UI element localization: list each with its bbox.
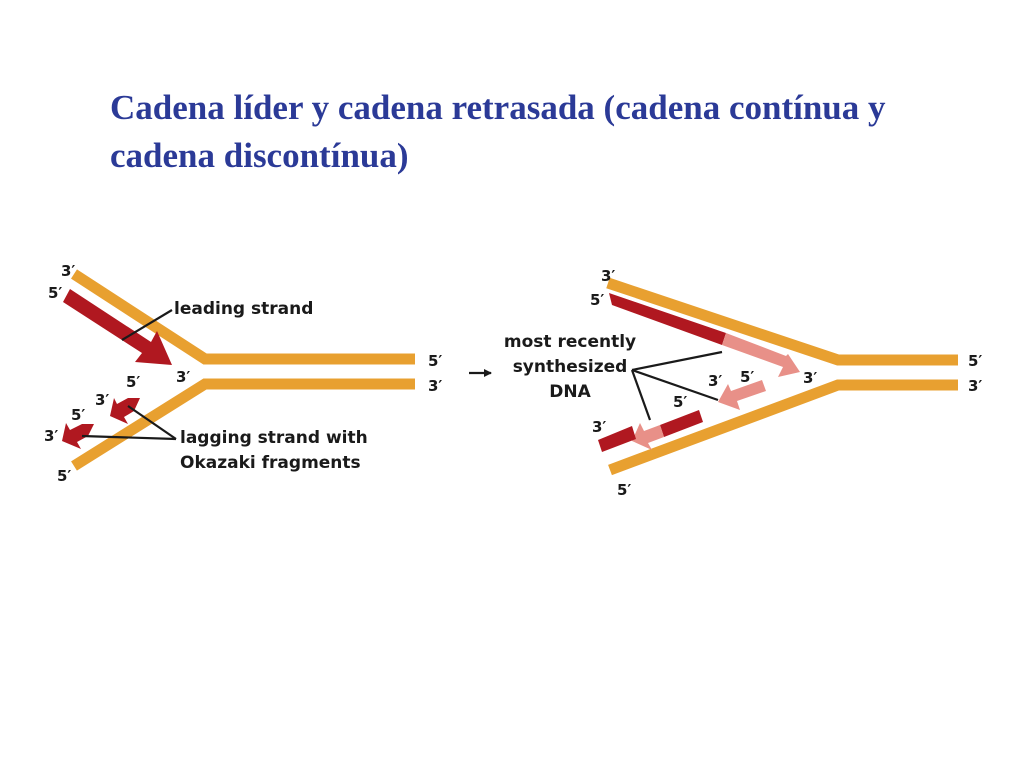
right-okazaki-fragment-old: [598, 410, 703, 452]
right-lagging-dark-1: [660, 410, 703, 437]
slide-title: Cadena líder y cadena retrasada (cadena …: [110, 84, 1010, 180]
right-upper-template-strand: [606, 277, 958, 366]
left-upper-template-strand: [71, 269, 415, 365]
recent-pointer-2: [631, 368, 719, 402]
right-leading-old-segment: [609, 293, 726, 345]
right-end-right-top-5prime: 5′: [968, 352, 982, 370]
right-lagging-recent: [632, 423, 664, 450]
left-replication-fork: leading strand lagging strand with Okaza…: [44, 262, 442, 485]
right-end-fork-3prime: 3′: [803, 369, 817, 387]
right-okazaki-fragment-new: [718, 380, 766, 410]
lagging-pointer-2: [81, 434, 177, 441]
left-end-frag2-3prime: 3′: [44, 427, 58, 445]
left-end-top-3prime: 3′: [61, 262, 75, 280]
left-end-right-top-5prime: 5′: [428, 352, 442, 370]
left-end-frag2-5prime: 5′: [71, 406, 85, 424]
left-end-top-5prime: 5′: [48, 284, 62, 302]
title-line-2: cadena discontínua): [110, 136, 409, 175]
right-end-bottom-5prime: 5′: [617, 481, 631, 499]
right-end-top-3prime: 3′: [601, 267, 615, 285]
left-lower-template-strand: [71, 378, 415, 471]
left-pointer-lines: [81, 309, 177, 441]
recent-pointer-1: [631, 350, 723, 372]
leading-pointer: [121, 309, 173, 341]
right-end-inner-3prime: 3′: [708, 372, 722, 390]
right-lagging-dark-2: [598, 426, 636, 452]
left-end-bottom-5prime: 5′: [57, 467, 71, 485]
right-end-top-5prime: 5′: [590, 291, 604, 309]
recent-dna-label-1: most recently: [504, 332, 636, 352]
right-leading-strand: [609, 293, 800, 377]
right-replication-fork: 3′ 5′ 3′ 3′ 5′ 5′ 3′ 5′ 5′ 3′: [590, 267, 982, 499]
okazaki-fragment-1: [110, 398, 140, 424]
left-end-fork-3prime: 3′: [176, 368, 190, 386]
right-template-strands: [606, 277, 958, 476]
lagging-pointer-1: [127, 405, 177, 440]
title-line-1: Cadena líder y cadena retrasada (cadena …: [110, 88, 886, 127]
leading-strand-label: leading strand: [174, 299, 313, 319]
left-end-right-bottom-3prime: 3′: [428, 377, 442, 395]
right-end-mid-5prime: 5′: [673, 393, 687, 411]
lagging-strand-label-2: Okazaki fragments: [180, 453, 361, 473]
lagging-strand-label-1: lagging strand with: [180, 428, 368, 448]
left-template-strands: [71, 269, 415, 471]
right-end-right-bottom-3prime: 3′: [968, 377, 982, 395]
right-end-inner-5prime: 5′: [740, 368, 754, 386]
right-lower-template-strand: [608, 379, 958, 476]
okazaki-fragment-2: [62, 423, 94, 449]
left-end-frag1-5prime: 5′: [126, 373, 140, 391]
right-pointer-lines: [630, 350, 723, 421]
recent-dna-label-3: DNA: [549, 382, 591, 402]
right-leading-recent-segment: [722, 333, 800, 377]
recent-pointer-3: [630, 369, 652, 421]
recent-dna-label-2: synthesized: [513, 357, 628, 377]
right-end-left-3prime: 3′: [592, 418, 606, 436]
leading-strand-arrow: [63, 289, 172, 365]
left-end-frag1-3prime: 3′: [95, 391, 109, 409]
